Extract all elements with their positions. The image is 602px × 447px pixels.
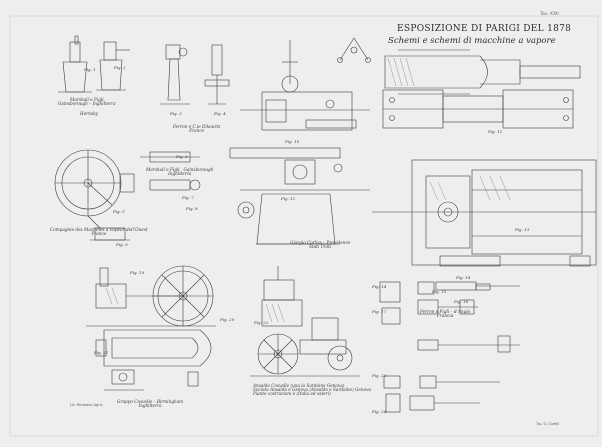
fig-label: Fig. 16	[454, 299, 469, 304]
caption-fig-12: Giorgio Corliss – Providence Stati Uniti	[290, 240, 351, 250]
drawing-fig-2	[96, 41, 130, 91]
drawing-fig-1	[58, 35, 92, 93]
plate-title: ESPOSIZIONE DI PARIGI DEL 1878	[397, 24, 572, 34]
drawing-fig-11	[382, 49, 581, 129]
plate-number: Tav. XXII	[540, 12, 559, 17]
fig-label: Fig. 21	[94, 350, 109, 355]
drawing-fig-21	[104, 369, 199, 391]
fig-label: Fig. 13	[515, 227, 530, 232]
drawing-fig-13	[372, 159, 597, 267]
fig-label: Fig. 23	[372, 373, 387, 378]
drawing-fig-4	[204, 44, 230, 105]
fig-label: Fig. 14	[372, 284, 387, 289]
drawing-fig-22	[250, 266, 360, 377]
fig-label: Fig. 22	[254, 320, 269, 325]
drawing-fig-9	[90, 227, 130, 241]
caption-fig-19-21: Gruppo Cosvelle – Birmingham Inghilterra	[117, 399, 184, 409]
printer-credit: Tip. G. Civelli	[536, 422, 559, 426]
drawing-fig-14-18	[379, 281, 520, 389]
fig-label: Fig. 6	[176, 154, 188, 159]
caption-fig-5: Compagnie des Machines a Vapeur dell’Oue…	[50, 227, 148, 237]
drawing-fig-6	[140, 151, 201, 191]
caption-fig-hornsby: Hornsby	[80, 111, 99, 116]
drawing-fig-12	[229, 147, 370, 245]
fig-label: Fig. 5	[113, 209, 125, 214]
fig-label: Fig. 19	[130, 270, 145, 275]
drawing-fig-10	[240, 37, 371, 131]
drawing-fig-20	[95, 329, 212, 367]
caption-fig-6-8: Marshall e Figli Gainsborough Inghilterr…	[146, 167, 214, 177]
fig-label: Fig. 2	[114, 65, 126, 70]
drawing-fig-24	[385, 393, 480, 413]
fig-label: Fig. 7	[182, 195, 194, 200]
caption-fig-1-2: Marshall e Figli Gainsborough – Inghilte…	[58, 97, 116, 107]
fig-label: Fig. 4	[214, 111, 226, 116]
caption-fig-3-4: Ferron e C.ie Dikourtz France	[173, 124, 221, 134]
fig-label: Fig. 12	[281, 196, 296, 201]
engraver-credit: Lit. Ministero Agric.	[70, 403, 104, 407]
caption-fig-22-23: Ansaldo Cosvelle (una la Sardaine Genova…	[253, 383, 371, 397]
fig-label: Fig. 1	[84, 67, 96, 72]
fig-label: Fig. 3	[170, 111, 182, 116]
drawing-fig-3	[160, 44, 190, 105]
caption-fig-14-18: Ferron e Figli – d’Angiò Francia	[420, 309, 471, 319]
fig-label: Fig. 20	[220, 317, 235, 322]
drawing-fig-19	[86, 265, 216, 327]
fig-label: Fig. 9	[116, 242, 128, 247]
drawing-fig-5	[54, 149, 135, 229]
plate-subtitle: Schemi e schemi di macchine a vapore	[388, 36, 556, 46]
fig-label: Fig. 17	[372, 309, 387, 314]
fig-label: Fig. 24	[372, 409, 387, 414]
fig-label: Fig. 8	[186, 206, 198, 211]
fig-label: Fig. 11	[488, 129, 503, 134]
fig-label: Fig. 15	[432, 289, 447, 294]
fig-label: Fig. 10	[285, 139, 300, 144]
fig-label: Fig. 18	[456, 275, 471, 280]
